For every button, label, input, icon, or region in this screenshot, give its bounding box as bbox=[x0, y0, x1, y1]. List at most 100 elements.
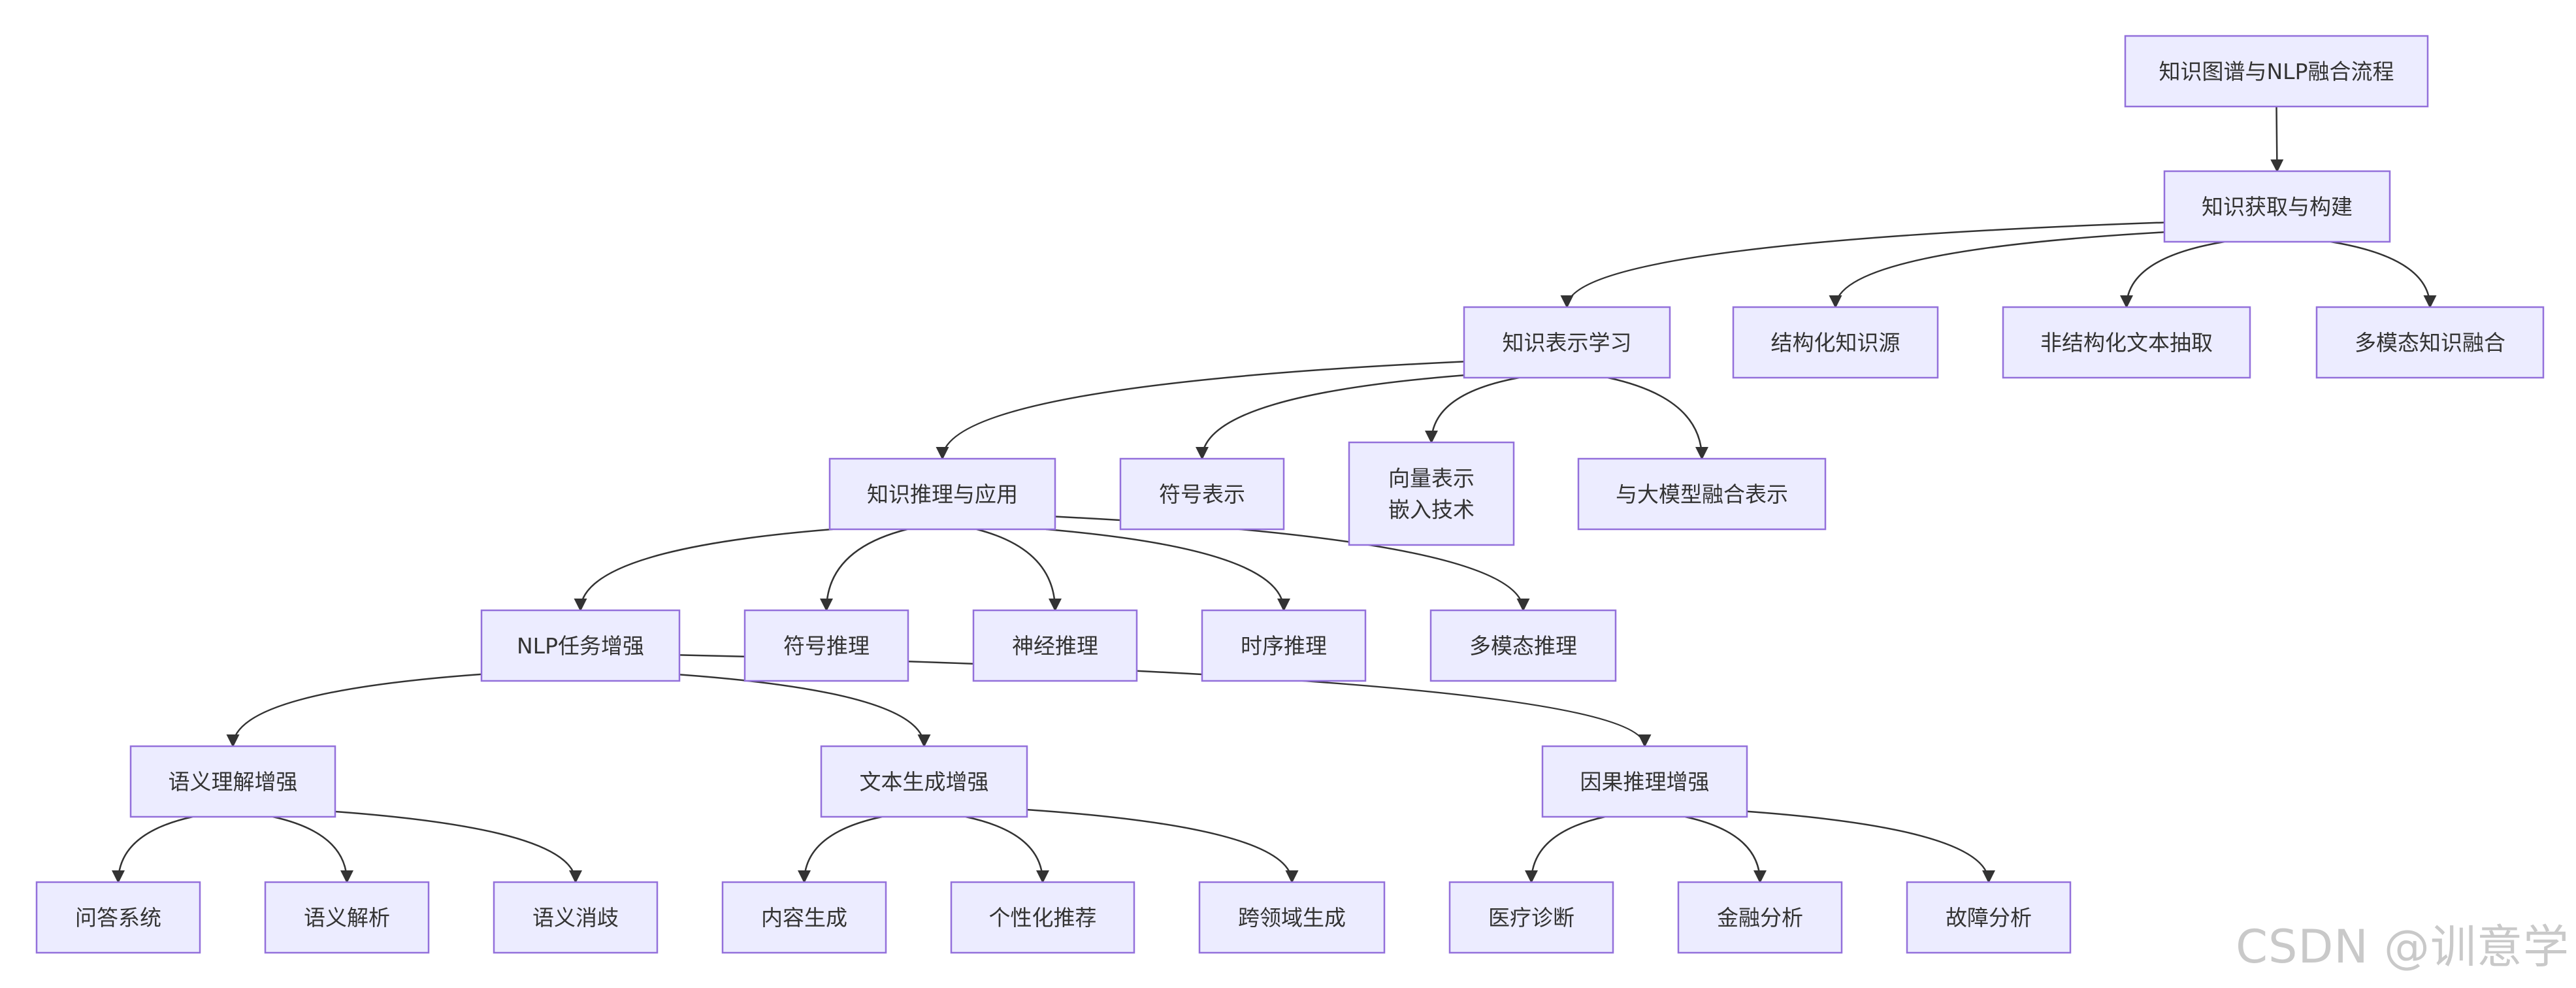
edge-causal-to-med bbox=[1525, 815, 1605, 883]
node-box-symrep bbox=[1119, 457, 1285, 531]
node-sem: 语义理解增强 bbox=[129, 745, 336, 818]
node-unstruct: 非结构化文本抽取 bbox=[2002, 306, 2251, 379]
node-box-nlp bbox=[480, 609, 681, 682]
node-box-mm bbox=[2315, 306, 2545, 379]
node-box-acq bbox=[2163, 170, 2391, 243]
nodes-layer: 知识图谱与NLP融合流程知识获取与构建知识表示学习结构化知识源非结构化文本抽取多… bbox=[35, 35, 2545, 954]
node-root: 知识图谱与NLP融合流程 bbox=[2124, 35, 2429, 108]
edge-repr-to-llm bbox=[1607, 376, 1708, 460]
node-causal: 因果推理增强 bbox=[1541, 745, 1748, 818]
node-label-temp: 时序推理 bbox=[1241, 633, 1327, 659]
node-nlp: NLP任务增强 bbox=[480, 609, 681, 682]
node-qa: 问答系统 bbox=[35, 881, 201, 954]
node-label-sem: 语义理解增强 bbox=[169, 769, 298, 795]
node-label-fault: 故障分析 bbox=[1946, 905, 2032, 930]
node-label-nlp: NLP任务增强 bbox=[517, 633, 644, 659]
node-vec: 向量表示嵌入技术 bbox=[1348, 441, 1515, 546]
node-box-sem bbox=[129, 745, 336, 818]
node-box-fault bbox=[1906, 881, 2072, 954]
node-med: 医疗诊断 bbox=[1448, 881, 1614, 954]
edge-nlp-to-causal bbox=[679, 654, 1652, 748]
node-box-med bbox=[1448, 881, 1614, 954]
node-box-vec bbox=[1348, 441, 1515, 546]
node-box-rec bbox=[950, 881, 1135, 954]
node-label-fin: 金融分析 bbox=[1717, 905, 1803, 930]
edge-sem-to-qa bbox=[112, 815, 193, 883]
node-box-unstruct bbox=[2002, 306, 2251, 379]
node-label-disamb: 语义消歧 bbox=[532, 905, 619, 930]
node-label-root: 知识图谱与NLP融合流程 bbox=[2159, 59, 2394, 84]
edge-reason-to-symr bbox=[820, 528, 907, 612]
node-rec: 个性化推荐 bbox=[950, 881, 1135, 954]
edge-acq-to-mm bbox=[2330, 240, 2437, 308]
edge-acq-to-unstruct bbox=[2120, 240, 2225, 308]
node-label-causal: 因果推理增强 bbox=[1580, 769, 1710, 795]
node-fin: 金融分析 bbox=[1677, 881, 1843, 954]
edge-reason-to-nlp bbox=[574, 528, 833, 612]
edges-layer bbox=[112, 106, 2437, 883]
edge-causal-to-fault bbox=[1746, 810, 1995, 883]
node-label-mm: 多模态知识融合 bbox=[2355, 330, 2505, 355]
edge-reason-to-temp bbox=[1045, 528, 1290, 612]
edge-gen-to-cross bbox=[1026, 808, 1299, 883]
node-content: 内容生成 bbox=[721, 881, 887, 954]
node-label-struct: 结构化知识源 bbox=[1771, 330, 1900, 355]
edge-gen-to-rec bbox=[965, 815, 1049, 883]
node-box-mmr bbox=[1429, 609, 1617, 682]
node-disamb: 语义消歧 bbox=[493, 881, 659, 954]
node-label-cross: 跨领域生成 bbox=[1238, 905, 1346, 930]
node-label-llm: 与大模型融合表示 bbox=[1616, 482, 1788, 507]
node-llm: 与大模型融合表示 bbox=[1577, 457, 1827, 531]
edge-acq-to-struct bbox=[1829, 231, 2165, 308]
node-box-cross bbox=[1198, 881, 1386, 954]
node-box-root bbox=[2124, 35, 2429, 108]
node-box-fin bbox=[1677, 881, 1843, 954]
edge-acq-to-repr bbox=[1560, 222, 2165, 308]
node-label-parse: 语义解析 bbox=[304, 905, 390, 930]
node-neur: 神经推理 bbox=[972, 609, 1138, 682]
node-box-repr bbox=[1463, 306, 1671, 379]
edge-nlp-to-sem bbox=[226, 673, 482, 748]
node-label-unstruct: 非结构化文本抽取 bbox=[2040, 330, 2213, 355]
node-label-acq: 知识获取与构建 bbox=[2202, 194, 2353, 220]
node-label-rec: 个性化推荐 bbox=[989, 905, 1097, 930]
node-box-causal bbox=[1541, 745, 1748, 818]
node-acq: 知识获取与构建 bbox=[2163, 170, 2391, 243]
edge-reason-to-neur bbox=[976, 528, 1062, 612]
edge-gen-to-content bbox=[798, 815, 883, 883]
node-repr: 知识表示学习 bbox=[1463, 306, 1671, 379]
node-box-struct bbox=[1732, 306, 1939, 379]
node-label-repr: 知识表示学习 bbox=[1503, 330, 1632, 355]
node-label-vec: 向量表示嵌入技术 bbox=[1388, 465, 1475, 522]
node-box-symr bbox=[743, 609, 909, 682]
node-box-temp bbox=[1201, 609, 1367, 682]
node-box-disamb bbox=[493, 881, 659, 954]
edge-nlp-to-gen bbox=[679, 674, 931, 748]
node-temp: 时序推理 bbox=[1201, 609, 1367, 682]
edge-sem-to-disamb bbox=[334, 810, 582, 883]
node-label-med: 医疗诊断 bbox=[1488, 905, 1574, 930]
node-cross: 跨领域生成 bbox=[1198, 881, 1386, 954]
node-symr: 符号推理 bbox=[743, 609, 909, 682]
edge-repr-to-symrep bbox=[1196, 374, 1465, 460]
node-label-reason: 知识推理与应用 bbox=[867, 482, 1018, 507]
node-mmr: 多模态推理 bbox=[1429, 609, 1617, 682]
node-box-neur bbox=[972, 609, 1138, 682]
edge-causal-to-fin bbox=[1685, 815, 1767, 883]
edge-repr-to-vec bbox=[1425, 376, 1520, 444]
node-fault: 故障分析 bbox=[1906, 881, 2072, 954]
node-symrep: 符号表示 bbox=[1119, 457, 1285, 531]
node-gen: 文本生成增强 bbox=[820, 745, 1028, 818]
node-box-gen bbox=[820, 745, 1028, 818]
node-label-gen: 文本生成增强 bbox=[860, 769, 989, 795]
node-label-neur: 神经推理 bbox=[1012, 633, 1098, 659]
node-box-llm bbox=[1577, 457, 1827, 531]
node-box-reason bbox=[828, 457, 1056, 531]
node-struct: 结构化知识源 bbox=[1732, 306, 1939, 379]
edge-sem-to-parse bbox=[272, 815, 353, 883]
node-box-content bbox=[721, 881, 887, 954]
node-mm: 多模态知识融合 bbox=[2315, 306, 2545, 379]
node-label-symrep: 符号表示 bbox=[1159, 482, 1245, 507]
node-box-parse bbox=[264, 881, 430, 954]
